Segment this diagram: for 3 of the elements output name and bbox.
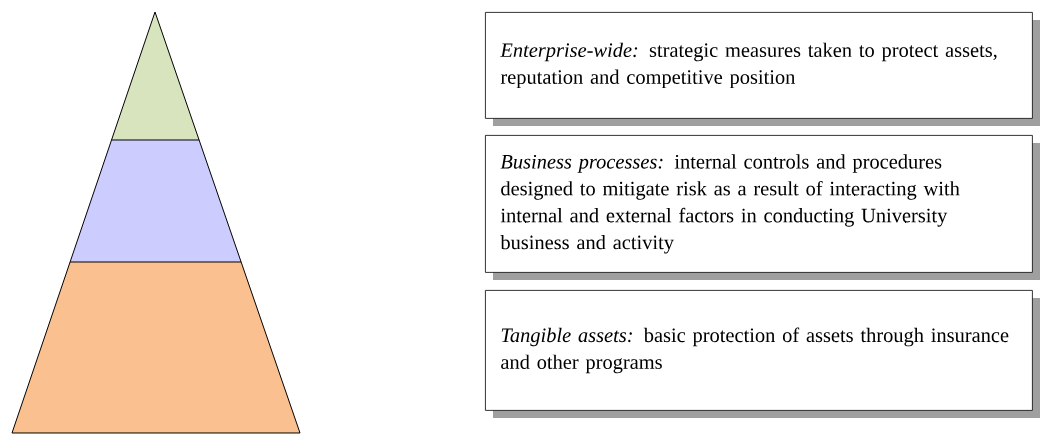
- text-box: Tangible assets: basic protection of assets through insurance and other programs: [485, 290, 1040, 418]
- text-box: Enterprise-wide: strategic measures taken to protect assets, reputation and competitive position: [485, 12, 1040, 126]
- text-box: Business processes: internal controls and procedures designed to mitigate risk as a result of interacting with internal and external factors in conducting University business and activity: [485, 135, 1040, 280]
